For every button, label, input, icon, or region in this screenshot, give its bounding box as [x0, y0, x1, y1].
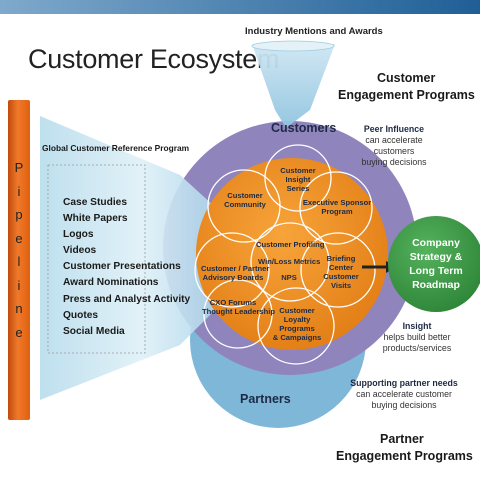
pipeline-letter: e: [15, 324, 23, 340]
loyalty-programs-label: Customer Loyalty Programs & Campaigns: [272, 306, 322, 342]
insight-series-label: Customer Insight Series: [280, 166, 316, 193]
partners-circle-label: Partners: [240, 392, 291, 406]
awards-funnel: [252, 44, 335, 128]
cxo-forums-ring: [203, 279, 273, 349]
header-bar: [0, 0, 480, 14]
customer-community-ring: [207, 169, 281, 243]
pipeline-letter: l: [17, 254, 21, 269]
customer-programs-label-line2: Engagement Programs: [338, 88, 475, 102]
pipeline-letter: i: [17, 277, 21, 293]
cxo-forums-label: CXO Forums Thought Leadership: [202, 298, 275, 316]
executive-sponsor-ring: [299, 171, 373, 245]
list-item: Social Media: [63, 325, 125, 337]
list-item: Press and Analyst Activity: [63, 293, 191, 305]
pipeline-letter: P: [14, 160, 24, 175]
pipeline-letter: e: [15, 230, 23, 246]
metrics-label: Metrics: [293, 257, 321, 266]
partner-programs-label-line2: Engagement Programs: [336, 449, 473, 463]
program-circles: [194, 144, 376, 365]
roadmap-circle: [388, 216, 480, 312]
page-title: Customer Ecosystem: [28, 44, 280, 74]
peer-influence-note: Peer Influence can accelerate customers …: [356, 124, 432, 168]
nps-label: NPS: [281, 273, 297, 282]
partner-programs-label-line1: Partner: [380, 432, 424, 446]
reference-program-list: Case Studies White Papers Logos Videos C…: [63, 195, 190, 340]
pipeline-letter: i: [17, 183, 21, 199]
executive-sponsor-label: Executive Sponsor Program: [302, 198, 372, 216]
customer-programs-label-line1: Customer: [377, 71, 436, 85]
briefing-center-label: Briefing Center Customer Visits: [323, 254, 359, 290]
reference-funnel: [40, 116, 225, 400]
core-circle: [196, 158, 388, 350]
loyalty-programs-ring: [257, 287, 335, 365]
industry-mentions-label: Industry Mentions and Awards: [245, 26, 383, 37]
list-item: Videos: [63, 245, 97, 257]
list-item: Customer Presentations: [63, 261, 181, 273]
customer-profiling-ring: [250, 222, 330, 302]
partner-needs-note: Supporting partner needs can accelerate …: [350, 378, 458, 410]
customers-circle-label: Customers: [271, 121, 337, 135]
pipeline-letter: p: [15, 207, 23, 222]
reference-list-box: [47, 164, 146, 354]
roadmap-label: Company Strategy & Long Term Roadmap: [409, 237, 463, 291]
customer-community-label: Customer Community: [224, 191, 266, 209]
pipeline-bar: [8, 100, 30, 420]
pipeline-letter: n: [15, 301, 23, 316]
insight-note: Insight helps build better products/serv…: [374, 321, 460, 354]
awards-funnel-rim: [251, 40, 335, 52]
customer-profiling-label: Customer Profiling: [256, 240, 325, 249]
list-item: White Papers: [63, 213, 128, 225]
list-item: Quotes: [63, 309, 99, 321]
partner-needs-title: Supporting partner needs: [350, 378, 458, 388]
win-loss-label: Win/Loss: [258, 257, 292, 266]
reference-program-title: Global Customer Reference Program: [42, 143, 190, 153]
advisory-boards-label: Customer / Partner Advisory Boards: [201, 264, 270, 282]
insight-note-title: Insight: [402, 321, 432, 331]
peer-influence-title: Peer Influence: [363, 124, 425, 134]
briefing-center-ring: [300, 232, 376, 308]
insight-series-ring: [264, 144, 332, 212]
advisory-boards-ring: [194, 232, 270, 308]
list-item: Award Nominations: [63, 277, 159, 289]
list-item: Logos: [63, 229, 94, 241]
list-item: Case Studies: [63, 197, 127, 208]
